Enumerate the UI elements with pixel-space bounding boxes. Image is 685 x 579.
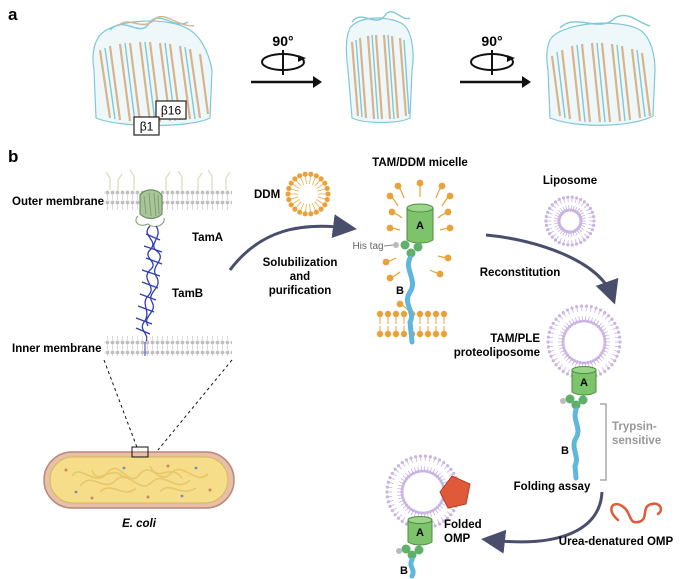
urea-omp-label: Urea-denatured OMP [559,536,674,548]
tam-ple-proteoliposome: A B [546,304,622,481]
svg-text:OMP: OMP [444,533,471,545]
svg-text:Trypsin-: Trypsin- [612,421,657,433]
outer-membrane [104,169,232,210]
inner-membrane-label: Inner membrane [12,343,101,355]
trypsin-label: Trypsin- sensitive [612,421,661,447]
zoom-lines [103,359,233,451]
ddm-label: DDM [254,189,280,201]
panel-b-label: b [8,147,18,166]
barrel-structure-front [92,15,213,127]
micelle-domain-b: B [396,285,404,297]
strand-label-b16: β16 [161,104,182,118]
svg-text:and: and [290,271,310,283]
tamB-structure [135,225,163,356]
tamA-label: TamA [192,232,223,244]
tamA-structure [135,189,165,227]
ecoli-label: E. coli [122,518,157,530]
folding-assay-arrow [481,491,604,554]
rotation-label-1: 90° [272,33,293,49]
denatured-omp-squiggle [610,502,663,524]
folded-omp-label: Folded OMP [444,519,482,545]
liposome-icon [544,195,596,247]
tam-ddm-micelle: A B [376,179,454,345]
strand-label-b1: β1 [140,120,154,134]
liposome-label: Liposome [543,175,597,187]
solubilization-label: Solubilization and purification [263,257,338,297]
svg-text:purification: purification [269,285,332,297]
folded-domain-a: A [416,527,424,539]
outer-membrane-label: Outer membrane [12,196,104,208]
rotation-label-2: 90° [481,33,502,49]
ple-domain-b: B [561,445,569,457]
tamB-label: TamB [172,288,203,300]
barrel-structure-back [546,14,656,126]
panel-a-label: a [8,5,18,24]
ddm-micelle-icon [285,171,331,217]
inner-membrane [104,336,232,356]
reconstitution-label: Reconstitution [480,267,561,279]
reconstitution-arrow [485,233,619,305]
rotation-arrow-2: 90° [460,33,531,88]
svg-text:Folded: Folded [444,519,482,531]
strand-label-box-b16 [155,100,187,120]
micelle-title: TAM/DDM micelle [372,157,468,169]
trypsin-bracket [600,403,607,481]
barrel-structure-side [345,11,414,124]
svg-text:proteoliposome: proteoliposome [454,347,540,359]
his-tag-pointer [383,244,394,247]
micelle-domain-a: A [416,220,424,232]
folding-assay-label: Folding assay [514,481,591,493]
ple-title: TAM/PLE proteoliposome [454,333,541,359]
folded-omp-proteoliposome: A B [385,454,471,579]
rotation-arrow-1: 90° [251,33,322,88]
ple-domain-a: A [580,377,588,389]
his-tag-label: His tag [352,241,383,252]
strand-label-box-b1 [133,116,160,136]
folded-domain-b: B [400,565,408,577]
ecoli-cell [43,446,235,509]
svg-text:sensitive: sensitive [612,435,661,447]
solubilization-arrow [228,214,357,271]
svg-text:TAM/PLE: TAM/PLE [490,333,540,345]
svg-text:Solubilization: Solubilization [263,257,338,269]
